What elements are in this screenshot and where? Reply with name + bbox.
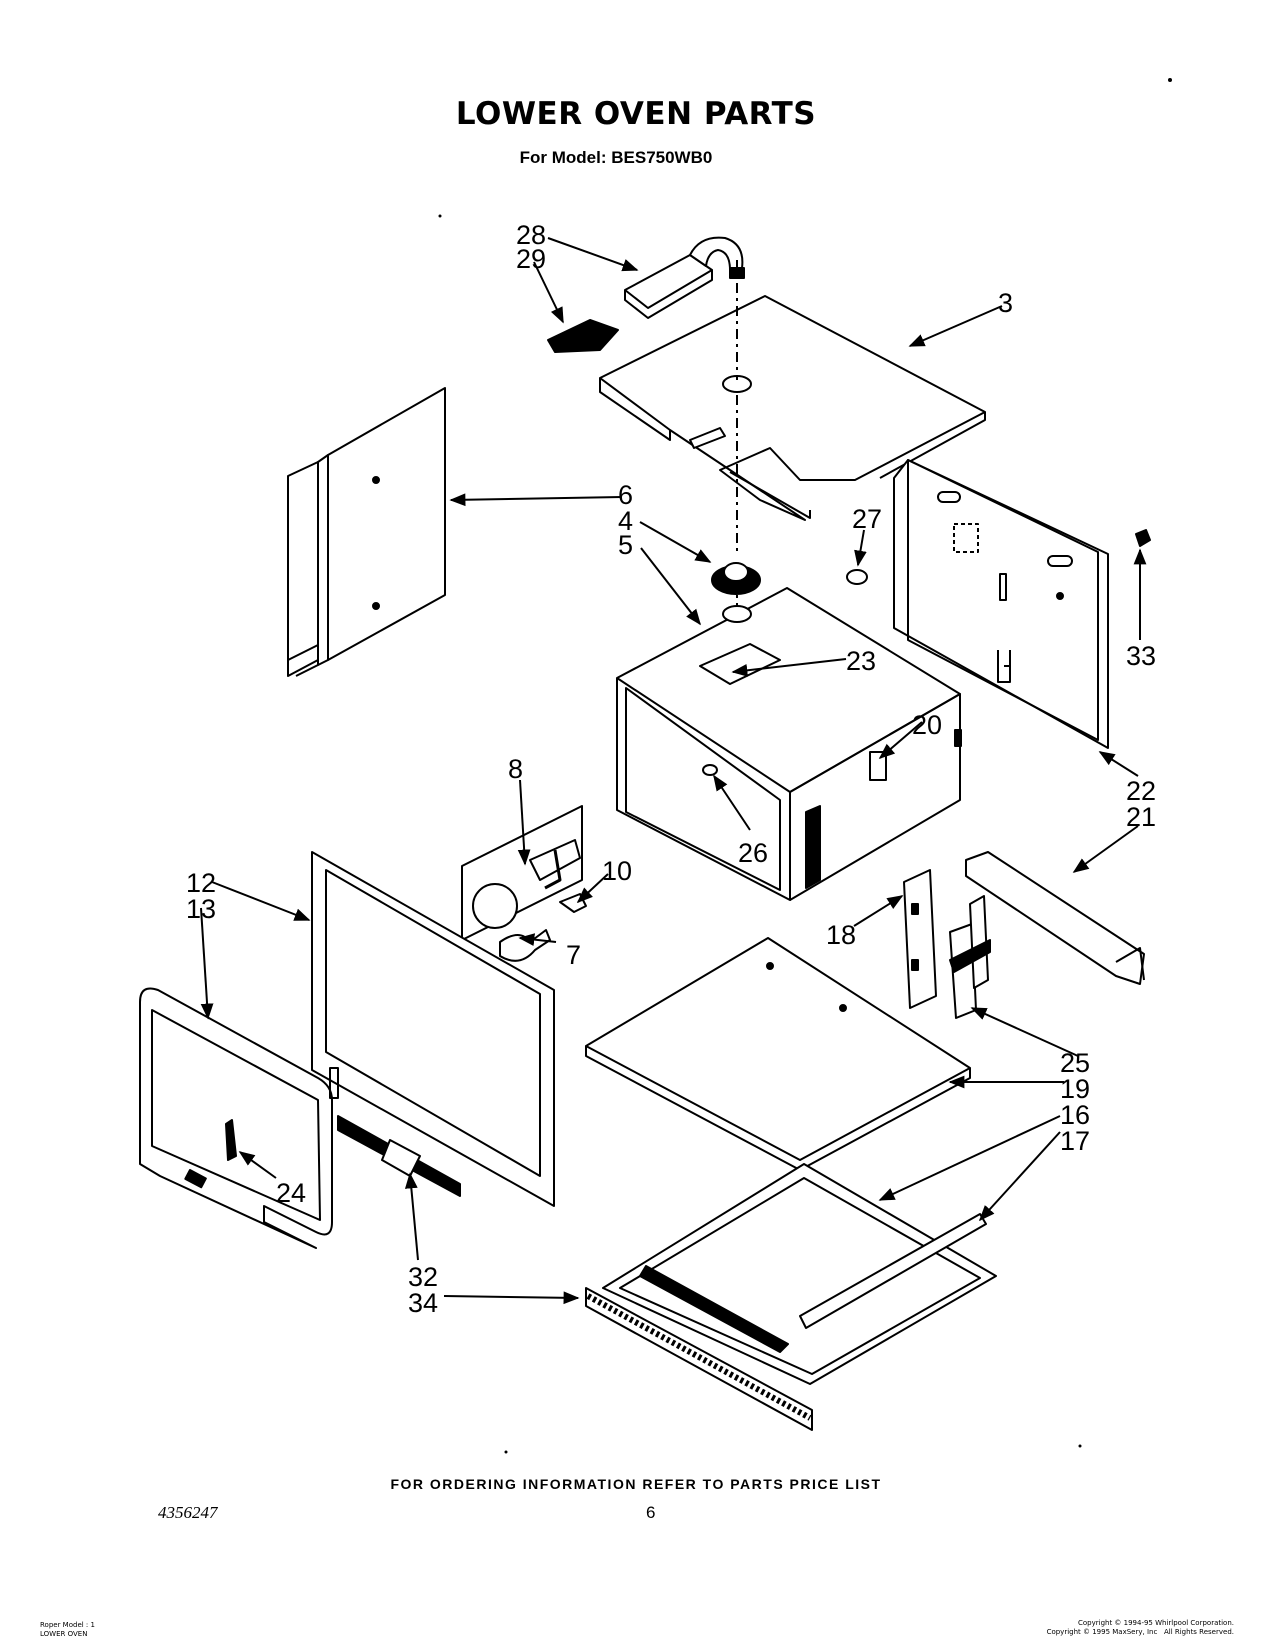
- hinge-part-25: [949, 895, 991, 1019]
- scan-specks: [438, 78, 1172, 1454]
- callout-26: 26: [738, 838, 768, 868]
- clip-part-24: [225, 1119, 237, 1161]
- callout-25: 25: [1060, 1048, 1090, 1078]
- rack-support-part-18: [903, 869, 937, 1009]
- callout-5: 5: [618, 530, 633, 560]
- callout-12: 12: [186, 868, 216, 898]
- door-gasket-part-13: [139, 987, 333, 1249]
- vent-strip-part-32: [337, 1115, 461, 1197]
- callout-23: 23: [846, 646, 876, 676]
- callout-16: 16: [1060, 1100, 1090, 1130]
- leader-lines: [200, 237, 1147, 1305]
- callout-21: 21: [1126, 802, 1156, 832]
- callout-6: 6: [618, 480, 633, 510]
- grille-strip-part-34: [585, 1287, 813, 1431]
- document-number: 4356247: [158, 1503, 218, 1522]
- footer-left-small-print: Roper Model : 1 LOWER OVEN: [40, 1621, 95, 1638]
- callout-18: 18: [826, 920, 856, 950]
- callout-33: 33: [1126, 641, 1156, 671]
- callout-29: 29: [516, 244, 546, 274]
- oven-cavity: [616, 587, 962, 901]
- callout-28: 28: [516, 220, 546, 250]
- rail-part-21: [965, 851, 1145, 985]
- callout-8: 8: [508, 754, 523, 784]
- callout-19: 19: [1060, 1074, 1090, 1104]
- callout-22: 22: [1126, 776, 1156, 806]
- copyright-notice: Copyright © 1994-95 Whirlpool Corporatio…: [1046, 1619, 1234, 1636]
- callout-3: 3: [998, 288, 1013, 318]
- callout-34: 34: [408, 1288, 438, 1318]
- callout-20: 20: [912, 710, 942, 740]
- callout-17: 17: [1060, 1126, 1090, 1156]
- callout-24: 24: [276, 1178, 306, 1208]
- left-side-panel-part-6: [287, 387, 446, 677]
- page-title: LOWER OVEN PARTS: [455, 96, 817, 132]
- grommet-part-4-5: [711, 562, 761, 595]
- screw-part-33: [1135, 529, 1151, 547]
- deflector-part-29: [547, 319, 619, 353]
- ordering-note: FOR ORDERING INFORMATION REFER TO PARTS …: [390, 1476, 882, 1492]
- light-bulb-part-7: [499, 929, 551, 962]
- model-subtitle: For Model: BES750WB0: [519, 148, 713, 167]
- callout-7: 7: [566, 940, 581, 970]
- plug-part-27: [846, 569, 868, 585]
- callout-10: 10: [602, 856, 632, 886]
- vent-duct-part-28: [624, 236, 745, 319]
- back-panel-part-22: [893, 459, 1109, 749]
- fan-motor-part-8: [461, 805, 583, 941]
- page-number: 6: [646, 1503, 656, 1522]
- oven-rack-part-16-17: [602, 1163, 997, 1385]
- callout-27: 27: [852, 504, 882, 534]
- callout-13: 13: [186, 894, 216, 924]
- callout-4: 4: [618, 506, 633, 536]
- light-socket-part-10: [559, 893, 587, 913]
- callout-32: 32: [408, 1262, 438, 1292]
- door-frame-part-12: [311, 851, 555, 1207]
